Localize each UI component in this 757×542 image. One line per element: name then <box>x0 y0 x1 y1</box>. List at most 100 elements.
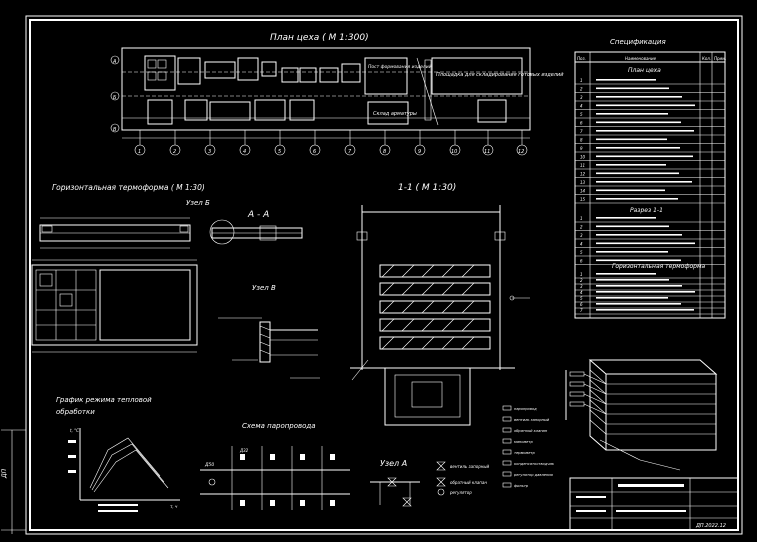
legend-symbol <box>502 438 512 444</box>
spec-row-number: 2 <box>580 225 583 230</box>
svg-text:7: 7 <box>348 149 352 155</box>
title-block: ДП.2022.12 <box>569 477 739 531</box>
section-title: 1-1 ( М 1:30) <box>398 183 456 193</box>
plan-box2-label: Площадка для складирования готовых издел… <box>436 72 564 78</box>
section-aa-title: А - А <box>247 210 269 220</box>
legend-symbol <box>502 405 512 411</box>
svg-text:4: 4 <box>243 149 246 155</box>
spec-row-number: 6 <box>580 302 583 307</box>
spec-row-number: 10 <box>580 155 586 160</box>
spec-row-text <box>596 291 695 293</box>
spec-row-text <box>596 217 656 219</box>
svg-text:9: 9 <box>418 149 421 155</box>
spec-row-text <box>596 96 682 98</box>
spec-row-number: 5 <box>580 250 583 255</box>
svg-text:1: 1 <box>138 149 141 155</box>
spec-row-text <box>596 130 694 132</box>
spec-row-text <box>596 242 695 245</box>
stamp-code: ДП.2022.12 <box>695 523 726 529</box>
svg-text:регулятор: регулятор <box>449 490 472 495</box>
svg-text:Д32: Д32 <box>239 448 249 453</box>
node-v-detail <box>218 317 320 379</box>
spec-row-text <box>596 285 682 287</box>
spec-row-number: 3 <box>580 95 583 100</box>
spec-row-number: 1 <box>580 78 583 83</box>
plan-title: План цеха ( М 1:300) <box>270 33 369 43</box>
spec-row-number: 6 <box>580 259 583 264</box>
legend-label: паропровод <box>514 407 537 411</box>
shop-plan: А Б В Пост формования изделий Площадка д… <box>110 47 564 156</box>
section-1-1 <box>350 205 530 426</box>
spec-row-number: 4 <box>580 242 583 247</box>
spec-row-text <box>596 225 669 228</box>
spec-title: Спецификация <box>610 38 666 46</box>
spec-row-text <box>596 259 681 262</box>
svg-text:t, °C: t, °C <box>70 428 79 433</box>
svg-text:5: 5 <box>278 149 281 155</box>
svg-text:Кол.: Кол. <box>702 56 711 61</box>
isometric-thermoform <box>565 359 718 471</box>
svg-text:8: 8 <box>383 149 386 155</box>
spec-row-number: 13 <box>580 180 586 185</box>
spec-row-text <box>596 251 668 253</box>
svg-text:τ, ч: τ, ч <box>170 504 178 509</box>
spec-row-number: 5 <box>580 112 583 117</box>
node-a-title: Узел А <box>380 459 407 468</box>
svg-text:В: В <box>113 127 117 133</box>
spec-row-text <box>596 87 669 90</box>
spec-row-text <box>596 297 668 299</box>
legend-label: фильтр <box>514 484 529 488</box>
spec-row-number: 14 <box>580 189 586 194</box>
spec-row-text <box>596 164 666 166</box>
svg-text:Поз.: Поз. <box>577 56 586 61</box>
svg-text:вентиль запорный: вентиль запорный <box>450 464 490 469</box>
plan-box1-label: Пост формования изделий <box>368 64 432 70</box>
horizontal-title: Горизонтальная термоформа ( М 1:30) <box>52 183 205 192</box>
node-b-title: Узел Б <box>186 199 210 207</box>
inner-frame <box>29 19 739 531</box>
spec-row-number: 8 <box>580 138 583 143</box>
spec-row-number: 7 <box>580 129 583 134</box>
spec-row-number: 9 <box>580 146 583 151</box>
spec-row-number: 12 <box>580 172 586 177</box>
spec-row-text <box>596 121 681 124</box>
svg-text:Горизонтальная термоформа: Горизонтальная термоформа <box>612 263 705 270</box>
legend-symbol <box>502 449 512 455</box>
spec-row-number: 6 <box>580 121 583 126</box>
legend-symbol <box>502 416 512 422</box>
spec-table: Спецификация Поз. Наименование Кол. Прим… <box>574 38 726 319</box>
thermoform-elevation <box>39 217 191 249</box>
svg-text:План цеха: План цеха <box>628 67 661 74</box>
svg-text:Разрез 1-1: Разрез 1-1 <box>630 207 663 214</box>
legend-symbol <box>502 427 512 433</box>
spec-row-text <box>596 189 665 192</box>
spec-row-number: 3 <box>580 233 583 238</box>
svg-text:А: А <box>112 59 117 65</box>
svg-text:Б: Б <box>113 95 117 101</box>
spec-row-number: 2 <box>580 278 583 283</box>
legend-symbol <box>502 471 512 477</box>
graph-title-2: обработки <box>56 408 95 416</box>
svg-text:11: 11 <box>484 149 490 155</box>
graph-title-1: График режима тепловой <box>56 396 152 404</box>
legend-label: регулятор давления <box>513 473 554 477</box>
svg-text:3: 3 <box>208 149 211 155</box>
spec-row-text <box>596 155 693 158</box>
spec-row-number: 7 <box>580 308 583 313</box>
svg-text:2: 2 <box>173 149 176 155</box>
heat-graph: t, °C τ, ч <box>68 428 180 512</box>
spec-row-number: 1 <box>580 216 583 221</box>
spec-row-text <box>596 234 682 236</box>
legend-label: вентиль запорный <box>514 418 550 422</box>
spec-row-text <box>596 309 694 311</box>
svg-text:Д50: Д50 <box>204 462 214 468</box>
svg-text:ДП: ДП <box>1 468 8 479</box>
node-v-title: Узел В <box>252 284 276 292</box>
spec-row-number: 5 <box>580 296 583 301</box>
spec-row-number: 4 <box>580 290 583 295</box>
pipeline-title: Схема паропровода <box>242 422 316 430</box>
svg-text:10: 10 <box>451 149 457 155</box>
spec-row-text <box>596 181 692 183</box>
